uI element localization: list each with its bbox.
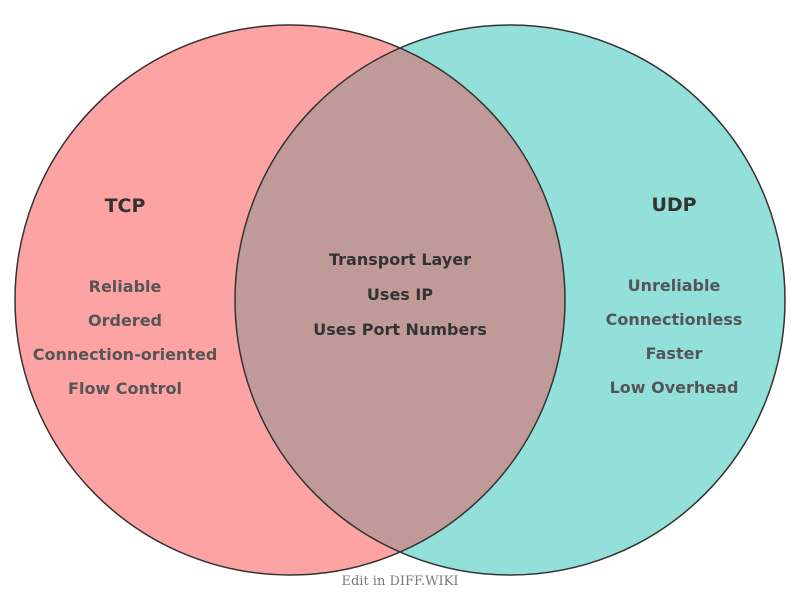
- right-set-title: UDP: [651, 194, 696, 216]
- right-set-outline: [234, 24, 786, 576]
- intersection-item: Uses Port Numbers: [313, 320, 486, 339]
- intersection-item: Uses IP: [367, 285, 433, 304]
- left-set-item: Connection-oriented: [33, 345, 218, 364]
- left-set-item: Flow Control: [68, 379, 182, 398]
- right-set-item: Faster: [646, 344, 703, 363]
- right-set-item: Low Overhead: [610, 378, 739, 397]
- left-set-title: TCP: [105, 195, 146, 217]
- right-set-item: Connectionless: [606, 310, 743, 329]
- intersection-region: [235, 25, 565, 575]
- left-set-item: Reliable: [89, 277, 162, 296]
- right-set-item: Unreliable: [628, 276, 721, 295]
- intersection-item: Transport Layer: [329, 250, 471, 269]
- left-set-outline: [14, 24, 566, 576]
- edit-link[interactable]: Edit in DIFF.WIKI: [341, 574, 458, 589]
- left-set-item: Ordered: [88, 311, 162, 330]
